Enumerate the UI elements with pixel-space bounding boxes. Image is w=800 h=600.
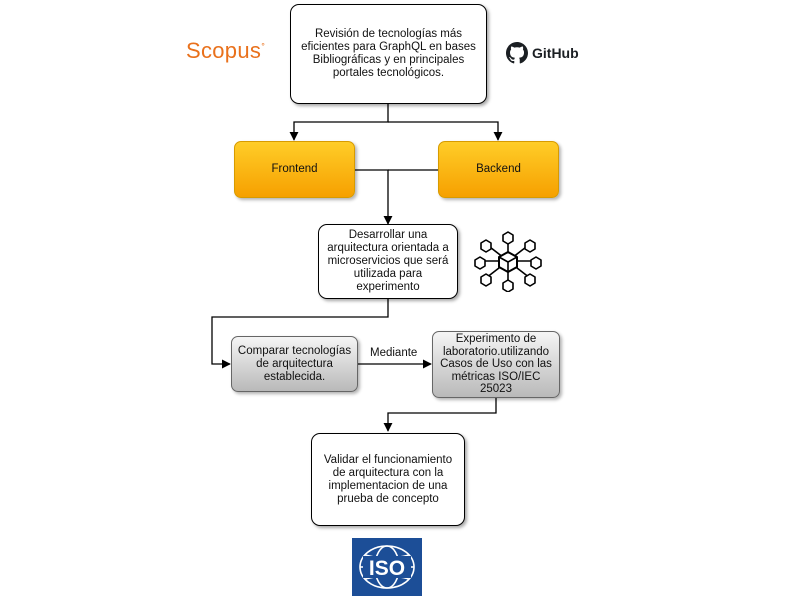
node-review: Revisión de tecnologías más eficientes p… [290,4,487,104]
node-experiment: Experimento de laboratorio.utilizando Ca… [432,331,560,398]
edge-experiment-validate [383,398,497,432]
node-review-text: Revisión de tecnologías más eficientes p… [301,28,476,79]
microservices-cubes-icon [474,231,542,292]
github-logo-text: GitHub [532,45,579,61]
edge-microservices-compare [211,299,389,369]
github-logo: GitHub [506,42,579,64]
edge-review-backend [388,121,503,141]
scopus-logo: Scopus° [186,38,265,64]
node-validate-text: Validar el funcionamiento de arquitectur… [323,453,453,505]
node-frontend-text: Frontend [271,163,318,175]
node-backend: Backend [438,141,559,198]
scopus-logo-text: Scopus [186,38,262,63]
node-microservices-text: Desarrollar una arquitectura orientada a… [327,229,449,293]
iso-logo: ISO [352,538,422,596]
node-compare-text: Comparar tecnologías de arquitectura est… [237,344,352,383]
node-frontend: Frontend [234,141,355,198]
node-microservices: Desarrollar una arquitectura orientada a… [318,224,458,299]
iso-globe-logo-icon: ISO [359,545,415,589]
scopus-logo-mark: ° [261,41,266,52]
node-experiment-text: Experimento de laboratorio.utilizando Ca… [440,333,552,396]
node-compare: Comparar tecnologías de arquitectura est… [231,336,358,392]
github-octocat-icon [506,42,528,64]
node-validate: Validar el funcionamiento de arquitectur… [311,433,465,526]
iso-logo-text: ISO [369,557,405,580]
edge-review-frontend [289,104,389,141]
node-backend-text: Backend [476,163,521,175]
edge-label-mediante: Mediante [368,347,420,359]
edge-frontend-microservices [355,169,393,225]
